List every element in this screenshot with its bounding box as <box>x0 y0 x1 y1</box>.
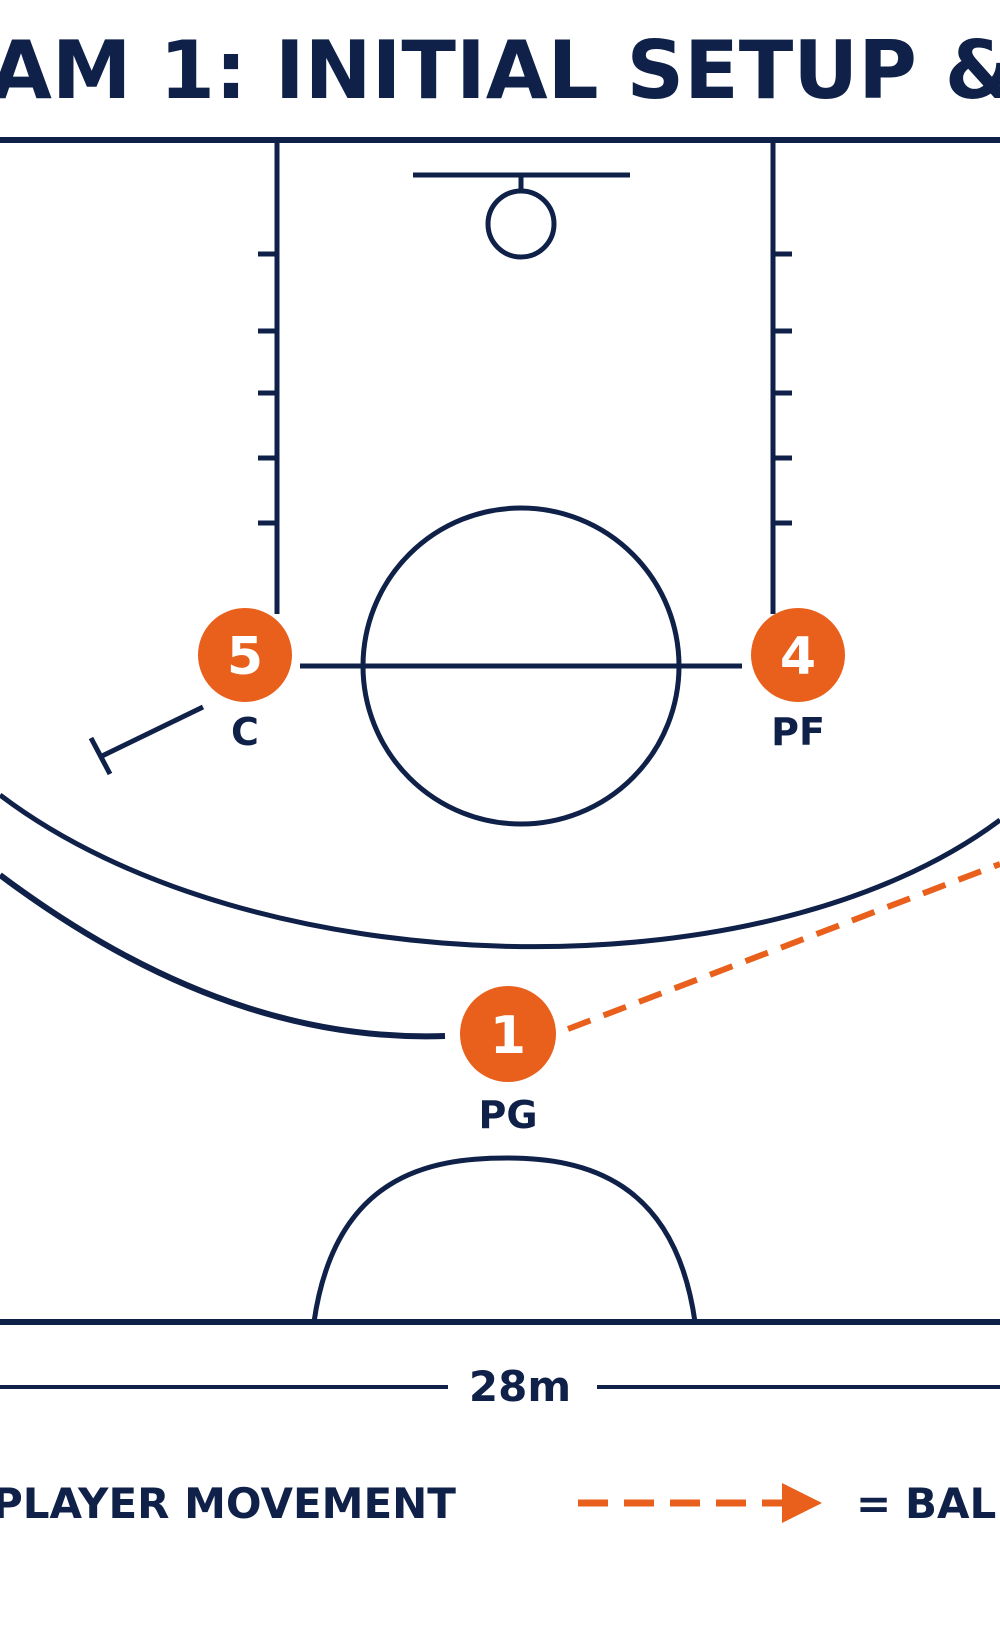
dimension-label: 28m <box>469 1362 571 1411</box>
player-4: 4 PF <box>751 608 845 754</box>
legend-ball-label: BALL <box>905 1479 1000 1528</box>
three-point-arc-inner <box>0 793 1000 950</box>
three-point-arc-outer <box>0 872 446 1040</box>
player-1: 1 PG <box>460 986 556 1137</box>
free-throw-circle <box>360 505 682 827</box>
player-4-marker <box>751 608 845 702</box>
screen-marker <box>88 704 205 776</box>
player-5: 5 C <box>198 608 292 754</box>
player-5-position: C <box>231 710 259 754</box>
player-5-marker <box>198 608 292 702</box>
player-5-number: 5 <box>227 627 263 687</box>
key-lane <box>274 143 776 669</box>
legend-player-movement-label: PLAYER MOVEMENT <box>0 1479 456 1528</box>
player-1-position: PG <box>478 1093 537 1137</box>
ball-pass-line <box>566 861 1000 1032</box>
player-1-marker <box>460 986 556 1082</box>
center-semicircle <box>311 1155 698 1323</box>
lane-hash-marks <box>258 251 792 526</box>
player-4-number: 4 <box>780 627 816 687</box>
player-1-number: 1 <box>490 1006 526 1066</box>
page-title: AM 1: INITIAL SETUP & ENTR <box>0 24 1000 117</box>
legend-ball-equals: = <box>856 1479 891 1528</box>
hoop <box>413 172 630 260</box>
player-4-position: PF <box>771 710 825 754</box>
legend-arrow-icon <box>782 1483 822 1523</box>
